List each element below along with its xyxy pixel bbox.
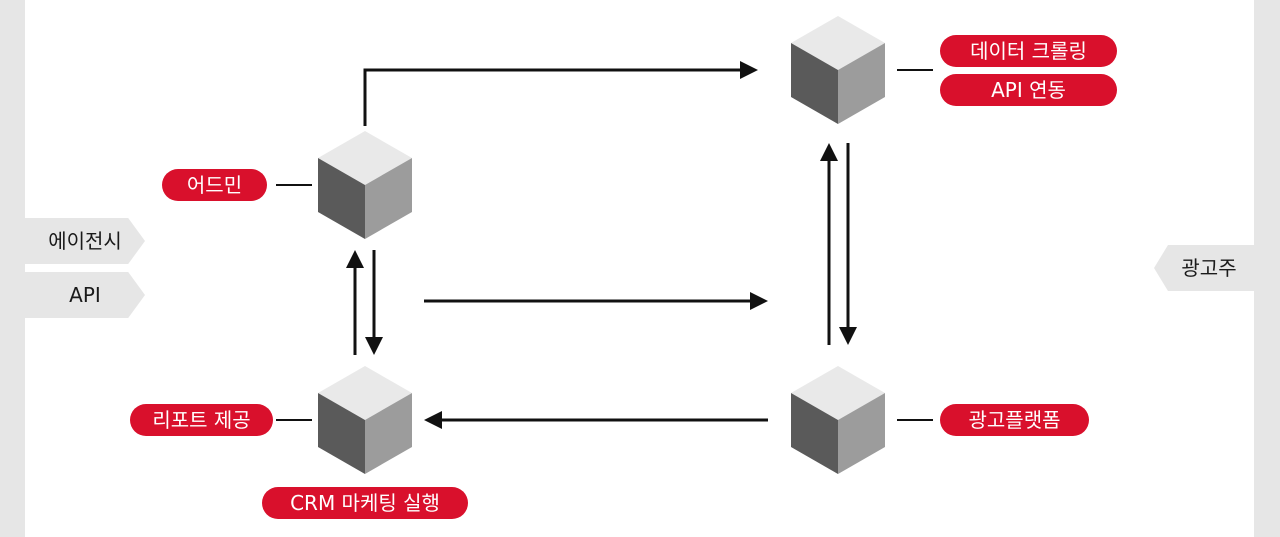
cube-crawling — [791, 16, 885, 124]
arrow-middle-right — [424, 292, 768, 310]
label-report: 리포트 제공 — [130, 404, 273, 436]
arrow-admin-to-crawling — [363, 61, 758, 126]
cube-admin — [318, 131, 412, 239]
connector-admin — [276, 184, 312, 186]
cube-ad-platform — [791, 366, 885, 474]
left-side-band — [0, 0, 25, 537]
advertiser-tag: 광고주 — [1154, 245, 1254, 291]
connector-report — [276, 419, 312, 421]
arrow-report-to-admin — [346, 250, 364, 355]
connector-crawling — [897, 69, 933, 71]
arrow-admin-to-report — [365, 250, 383, 355]
arrow-crawling-to-platform — [839, 143, 857, 345]
cube-report — [318, 366, 412, 474]
label-crawling: 데이터 크롤링 — [940, 35, 1117, 67]
agency-tag: 에이전시 — [25, 218, 145, 264]
arrow-platform-to-report — [424, 411, 768, 429]
arrow-platform-to-crawling — [820, 143, 838, 345]
label-ad-platform: 광고플랫폼 — [940, 404, 1089, 436]
label-crm: CRM 마케팅 실행 — [262, 487, 468, 519]
label-api-link: API 연동 — [940, 74, 1117, 106]
label-admin: 어드민 — [162, 169, 267, 201]
right-side-band — [1254, 0, 1280, 537]
connector-ad-platform — [897, 419, 933, 421]
api-tag: API — [25, 272, 145, 318]
